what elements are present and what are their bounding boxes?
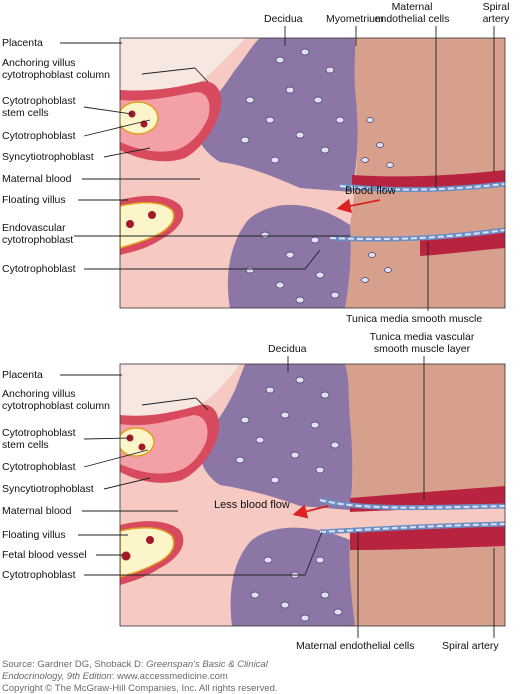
tunica-vascular-label-1: Tunica media vascular xyxy=(370,331,475,343)
placenta-region xyxy=(120,38,245,95)
anchoring-villus-label-1: Anchoring villus xyxy=(2,57,76,69)
svg-text:Source: Gardner DG, Shoback D:: Source: Gardner DG, Shoback D: Greenspan… xyxy=(2,659,269,670)
decidua-cells xyxy=(240,48,345,304)
svg-text:Endocrinology, 9th Edition: ww: Endocrinology, 9th Edition: www.accessme… xyxy=(2,671,228,682)
stem-cells-label-2: stem cells xyxy=(2,107,49,119)
source-book-1: Greenspan's Basic & Clinical xyxy=(146,659,269,670)
maternal-blood-label-2: Maternal blood xyxy=(2,505,72,517)
maternal-blood-label: Maternal blood xyxy=(2,173,72,185)
top-panel: Blood flow Decidua Myometrium Maternal e… xyxy=(2,1,510,325)
placenta-label-2: Placenta xyxy=(2,369,43,381)
anchoring-villus-label-2b: cytotrophoblast column xyxy=(2,400,110,412)
cytotrophoblast-label-2: Cytotrophoblast xyxy=(2,461,76,473)
cytotrophoblast-label: Cytotrophoblast xyxy=(2,130,76,142)
decidua-label-2: Decidua xyxy=(268,343,307,355)
decidua-region-2 xyxy=(200,364,353,510)
cytotrophoblast-lower-label-2: Cytotrophoblast xyxy=(2,569,76,581)
blood-flow-label: Blood flow xyxy=(345,185,396,197)
fetal-blood-vessel-label: Fetal blood vessel xyxy=(2,549,87,561)
floating-villus-label: Floating villus xyxy=(2,194,66,206)
syncytiotrophoblast-label-2: Syncytiotrophoblast xyxy=(2,483,94,495)
placenta-label: Placenta xyxy=(2,37,43,49)
spiral-artery-label-2: artery xyxy=(483,13,511,25)
tunica-vascular-label-2: smooth muscle layer xyxy=(374,343,471,355)
tunica-media-label: Tunica media smooth muscle xyxy=(346,313,482,325)
decidua-region xyxy=(196,38,358,192)
source-url: : www.accessmedicine.com xyxy=(112,671,228,682)
myometrium-label: Myometrium xyxy=(326,13,384,25)
stem-cells-label-1: Cytotrophoblast xyxy=(2,95,76,107)
less-blood-flow-arrow xyxy=(292,504,329,519)
spiral-artery-label-bottom: Spiral artery xyxy=(442,640,499,652)
spiral-artery-label-1: Spiral xyxy=(483,1,510,13)
stem-cell-core xyxy=(120,101,159,135)
placenta-region-2 xyxy=(120,364,240,418)
bottom-panel: Less blood flow Decidua Tunica media vas… xyxy=(2,331,506,652)
decidua-cells-2 xyxy=(235,376,343,622)
endovascular-label-2: cytotrophoblast xyxy=(2,234,73,246)
source-prefix: Source: Gardner DG, Shoback D: xyxy=(2,659,146,670)
stem-cells-label-2b: stem cells xyxy=(2,439,49,451)
maternal-endothelial-label-bottom: Maternal endothelial cells xyxy=(296,640,414,652)
floating-villus-label-2: Floating villus xyxy=(2,529,66,541)
blood-flow-arrow xyxy=(336,198,381,213)
myometrium-cells xyxy=(361,117,394,283)
maternal-endothelial-label-1: Maternal xyxy=(392,1,433,13)
stem-cell-core-2 xyxy=(120,427,155,457)
syncytiotrophoblast-label: Syncytiotrophoblast xyxy=(2,151,94,163)
artery-wall-lower xyxy=(420,230,505,256)
endovascular-label-1: Endovascular xyxy=(2,222,66,234)
copyright: Copyright © The McGraw-Hill Companies, I… xyxy=(2,683,278,694)
source-book-2: Endocrinology, 9th Edition xyxy=(2,671,112,682)
stem-cells-label-2a: Cytotrophoblast xyxy=(2,427,76,439)
cytotrophoblast-lower-label: Cytotrophoblast xyxy=(2,263,76,275)
less-blood-flow-label: Less blood flow xyxy=(214,499,290,511)
decidua-label: Decidua xyxy=(264,13,303,25)
anchoring-villus-label-2a: Anchoring villus xyxy=(2,388,76,400)
anchoring-villus-label-2: cytotrophoblast column xyxy=(2,69,110,81)
maternal-endothelial-label-2: endothelial cells xyxy=(375,13,450,25)
source-credit: Source: Gardner DG, Shoback D: Greenspan… xyxy=(2,659,278,694)
